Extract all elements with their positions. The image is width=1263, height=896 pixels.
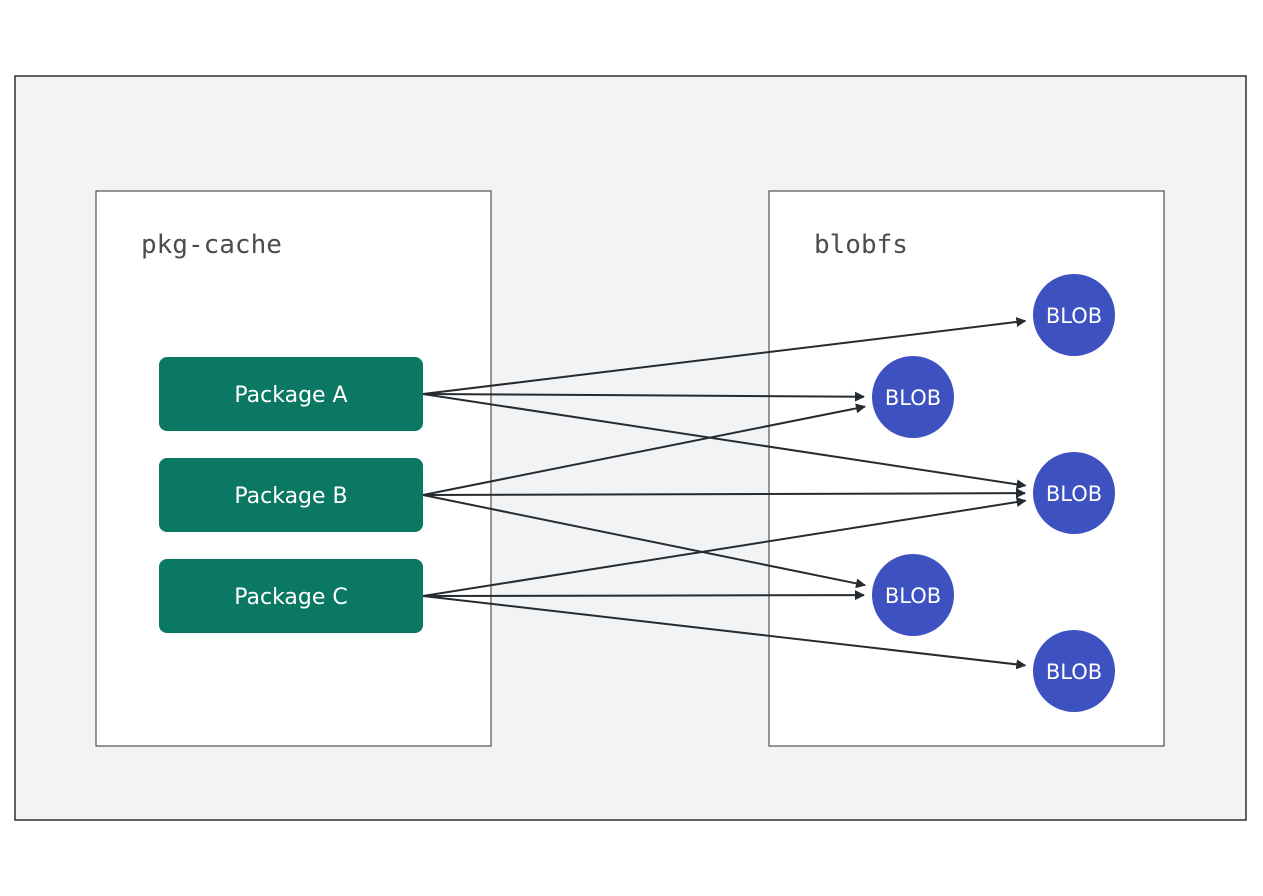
package-label: Package B [234,484,347,509]
edge-a-b3 [422,393,1027,490]
blob-circle [872,356,954,438]
blob-node-b3: BLOB [1033,452,1115,534]
package-box [159,458,423,532]
package-label: Package A [234,383,347,408]
blob-node-b5: BLOB [1033,630,1115,712]
blob-circle [1033,274,1115,356]
blob-circle [1033,630,1115,712]
pkg-cache-label: pkg-cache [141,230,282,260]
blob-circle [1033,452,1115,534]
package-label: Package C [234,585,348,610]
package-box [159,357,423,431]
edge-c-b4 [422,590,866,601]
blob-label: BLOB [1046,304,1102,328]
edge-c-b5 [422,595,1027,670]
blob-label: BLOB [1046,482,1102,506]
edge-b-b4 [422,494,866,589]
edge-c-b3 [422,497,1027,597]
blob-node-b4: BLOB [872,554,954,636]
blob-node-b2: BLOB [872,356,954,438]
blob-label: BLOB [885,386,941,410]
package-box [159,559,423,633]
blob-circle [872,554,954,636]
package-node-b: Package B [159,458,423,532]
package-node-a: Package A [159,357,423,431]
edge-a-b2 [422,391,866,402]
blob-node-b1: BLOB [1033,274,1115,356]
edge-b-b2 [422,403,866,496]
edge-a-b1 [422,317,1027,395]
blob-label: BLOB [1046,660,1102,684]
blob-label: BLOB [885,584,941,608]
blobfs-label: blobfs [814,230,908,260]
edge-b-b3 [422,488,1027,499]
package-node-c: Package C [159,559,423,633]
